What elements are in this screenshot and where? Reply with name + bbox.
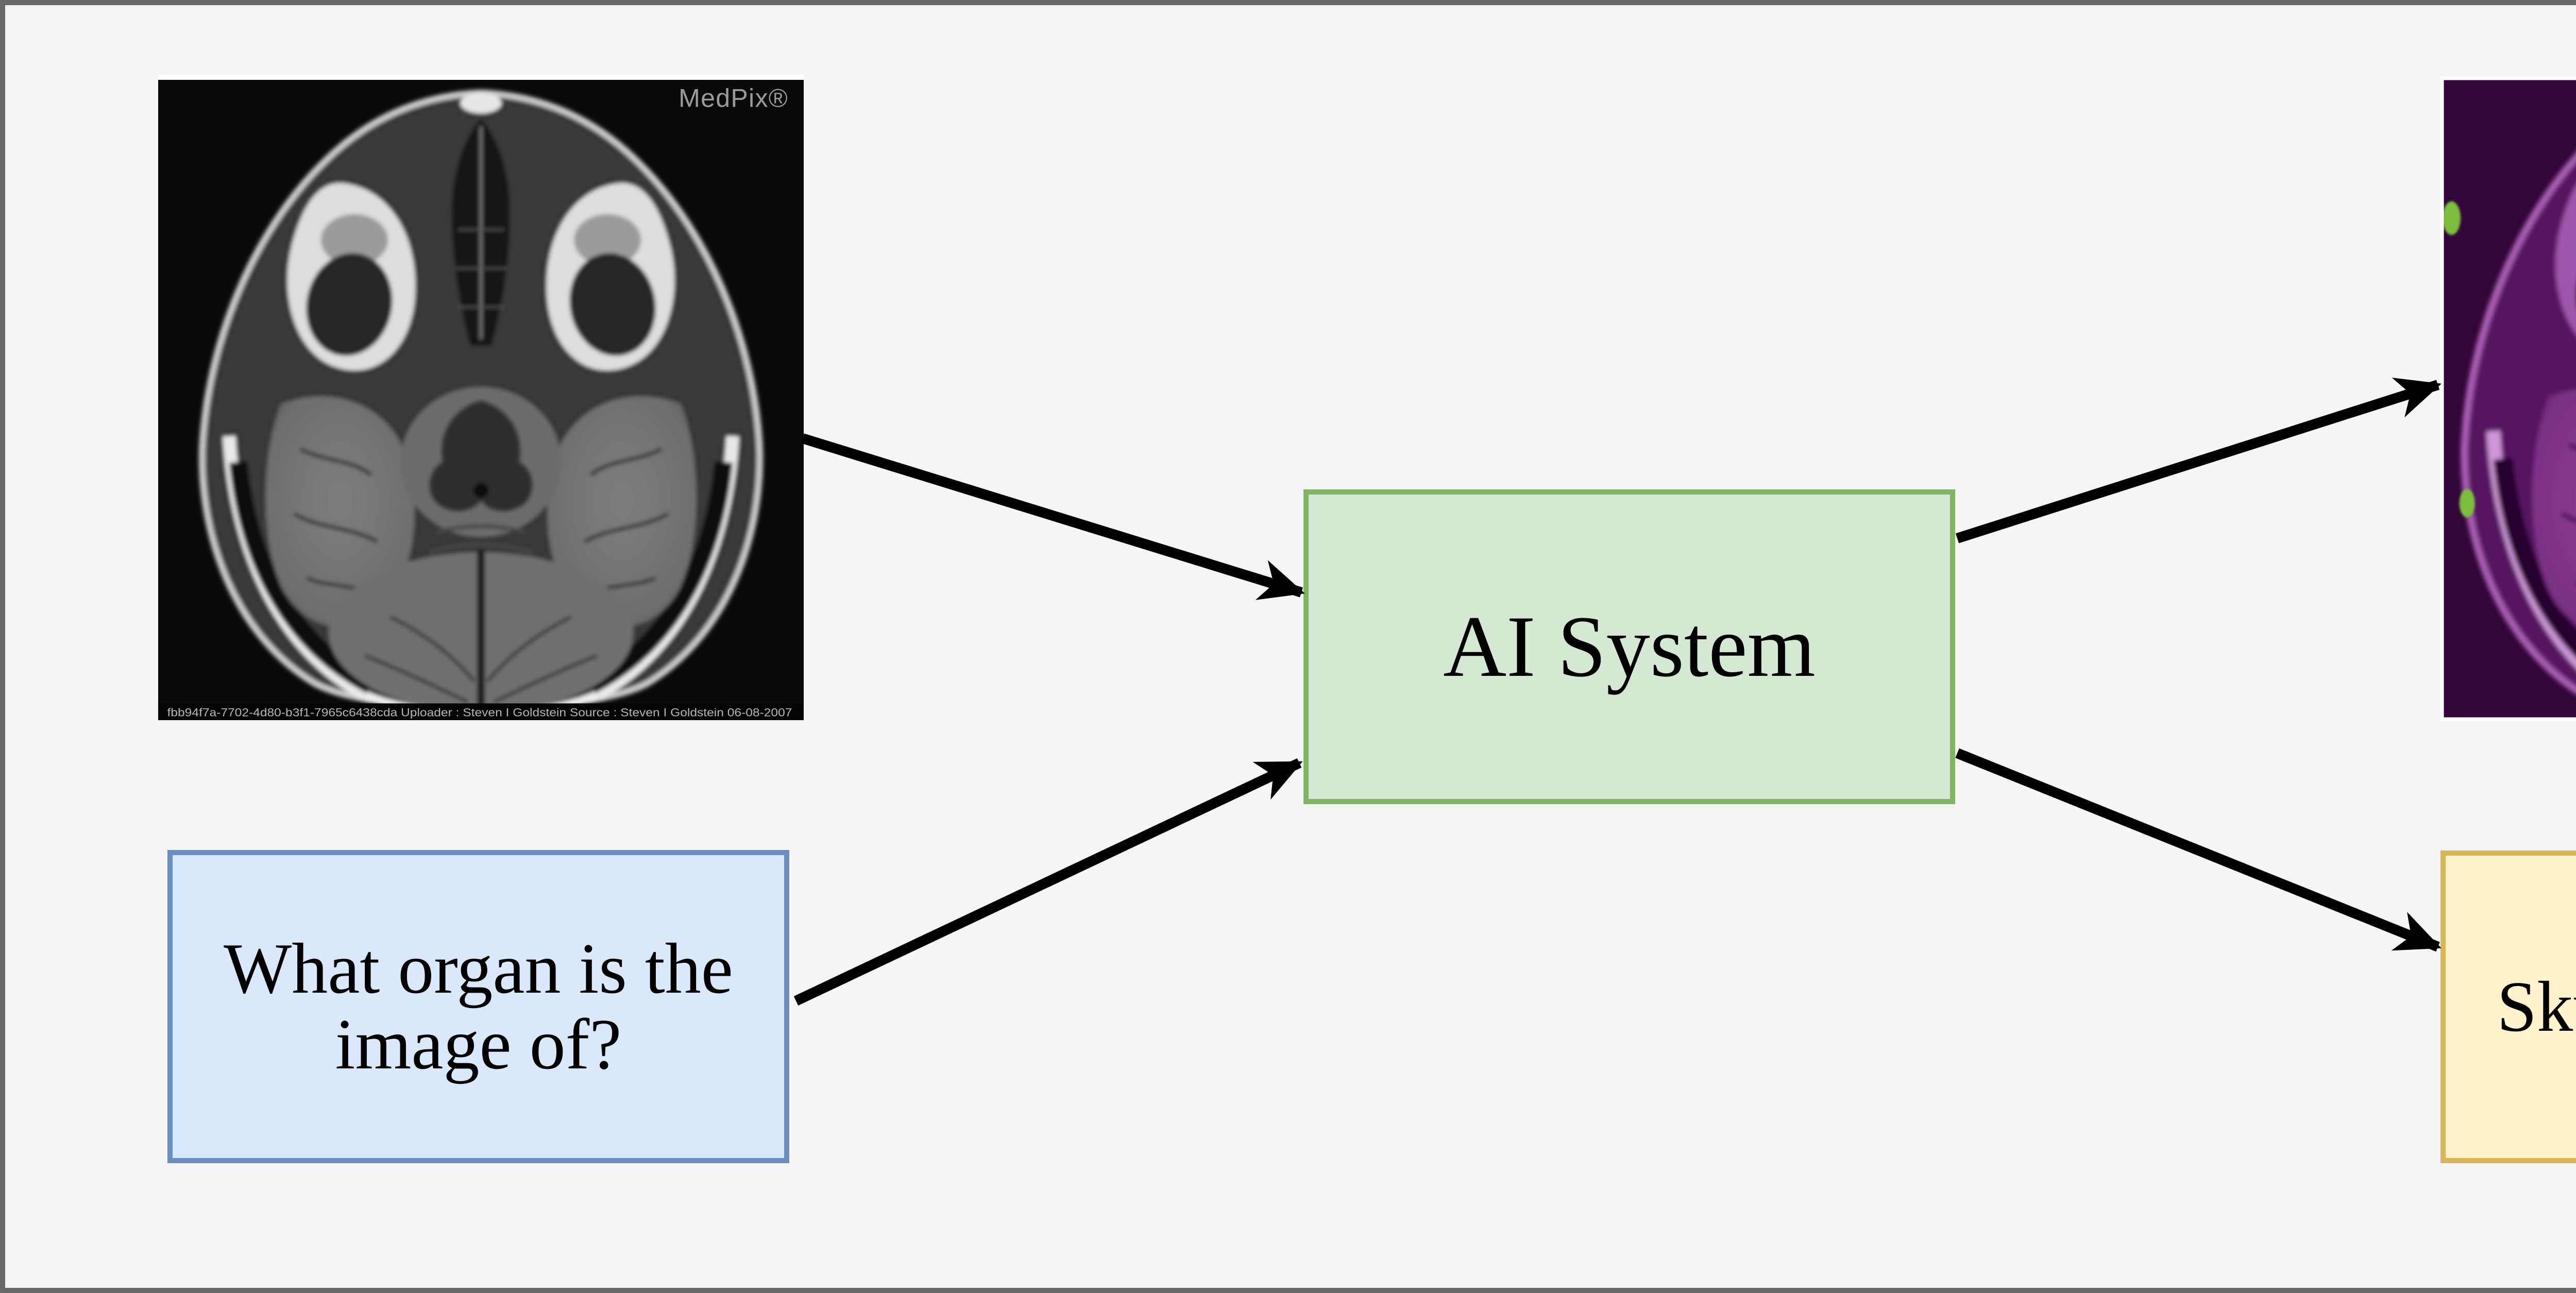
mri-caption-bar — [158, 703, 804, 720]
nose-tip — [460, 93, 502, 114]
saliency-sliver-left-upper — [2443, 201, 2461, 235]
ai-system-box: AI System — [1303, 489, 1955, 804]
left-temporal-lobe — [265, 396, 415, 627]
ai-system-label: AI System — [1443, 598, 1816, 695]
medpix-watermark: MedPix® — [679, 84, 788, 113]
heatmap-white-margin — [2440, 76, 2576, 721]
question-line-2: image of? — [335, 1005, 622, 1084]
cerebellum — [328, 550, 634, 712]
question-line-1: What organ is the — [224, 929, 733, 1009]
arrow-ai-to-heatmap — [1955, 378, 2442, 543]
mri-top-margin — [158, 75, 804, 80]
answer-label: Skull and contents — [2497, 967, 2576, 1047]
right-temporal-lobe — [547, 396, 697, 627]
arrow-ai-to-answer — [1955, 748, 2442, 952]
heatmap-anatomy — [2461, 152, 2576, 694]
arrow-input-to-ai — [801, 433, 1306, 600]
input-mri-image: MedPix® fbb94f7a-7702-4d80-b3f1-7965c643… — [158, 75, 804, 720]
midbrain — [401, 387, 561, 593]
mri-caption: fbb94f7a-7702-4d80-b3f1-7965c6438cda Upl… — [167, 706, 792, 719]
saliency-sliver-left-lower — [2459, 489, 2475, 518]
saliency-overlay — [2443, 201, 2475, 518]
answer-box: Skull and contents — [2441, 850, 2576, 1163]
right-orbit — [546, 183, 675, 371]
arrow-question-to-ai — [793, 758, 1303, 1006]
question-box: What organ is the image of? — [167, 850, 789, 1163]
output-heatmap-image — [2440, 76, 2576, 721]
left-orbit — [287, 183, 416, 371]
